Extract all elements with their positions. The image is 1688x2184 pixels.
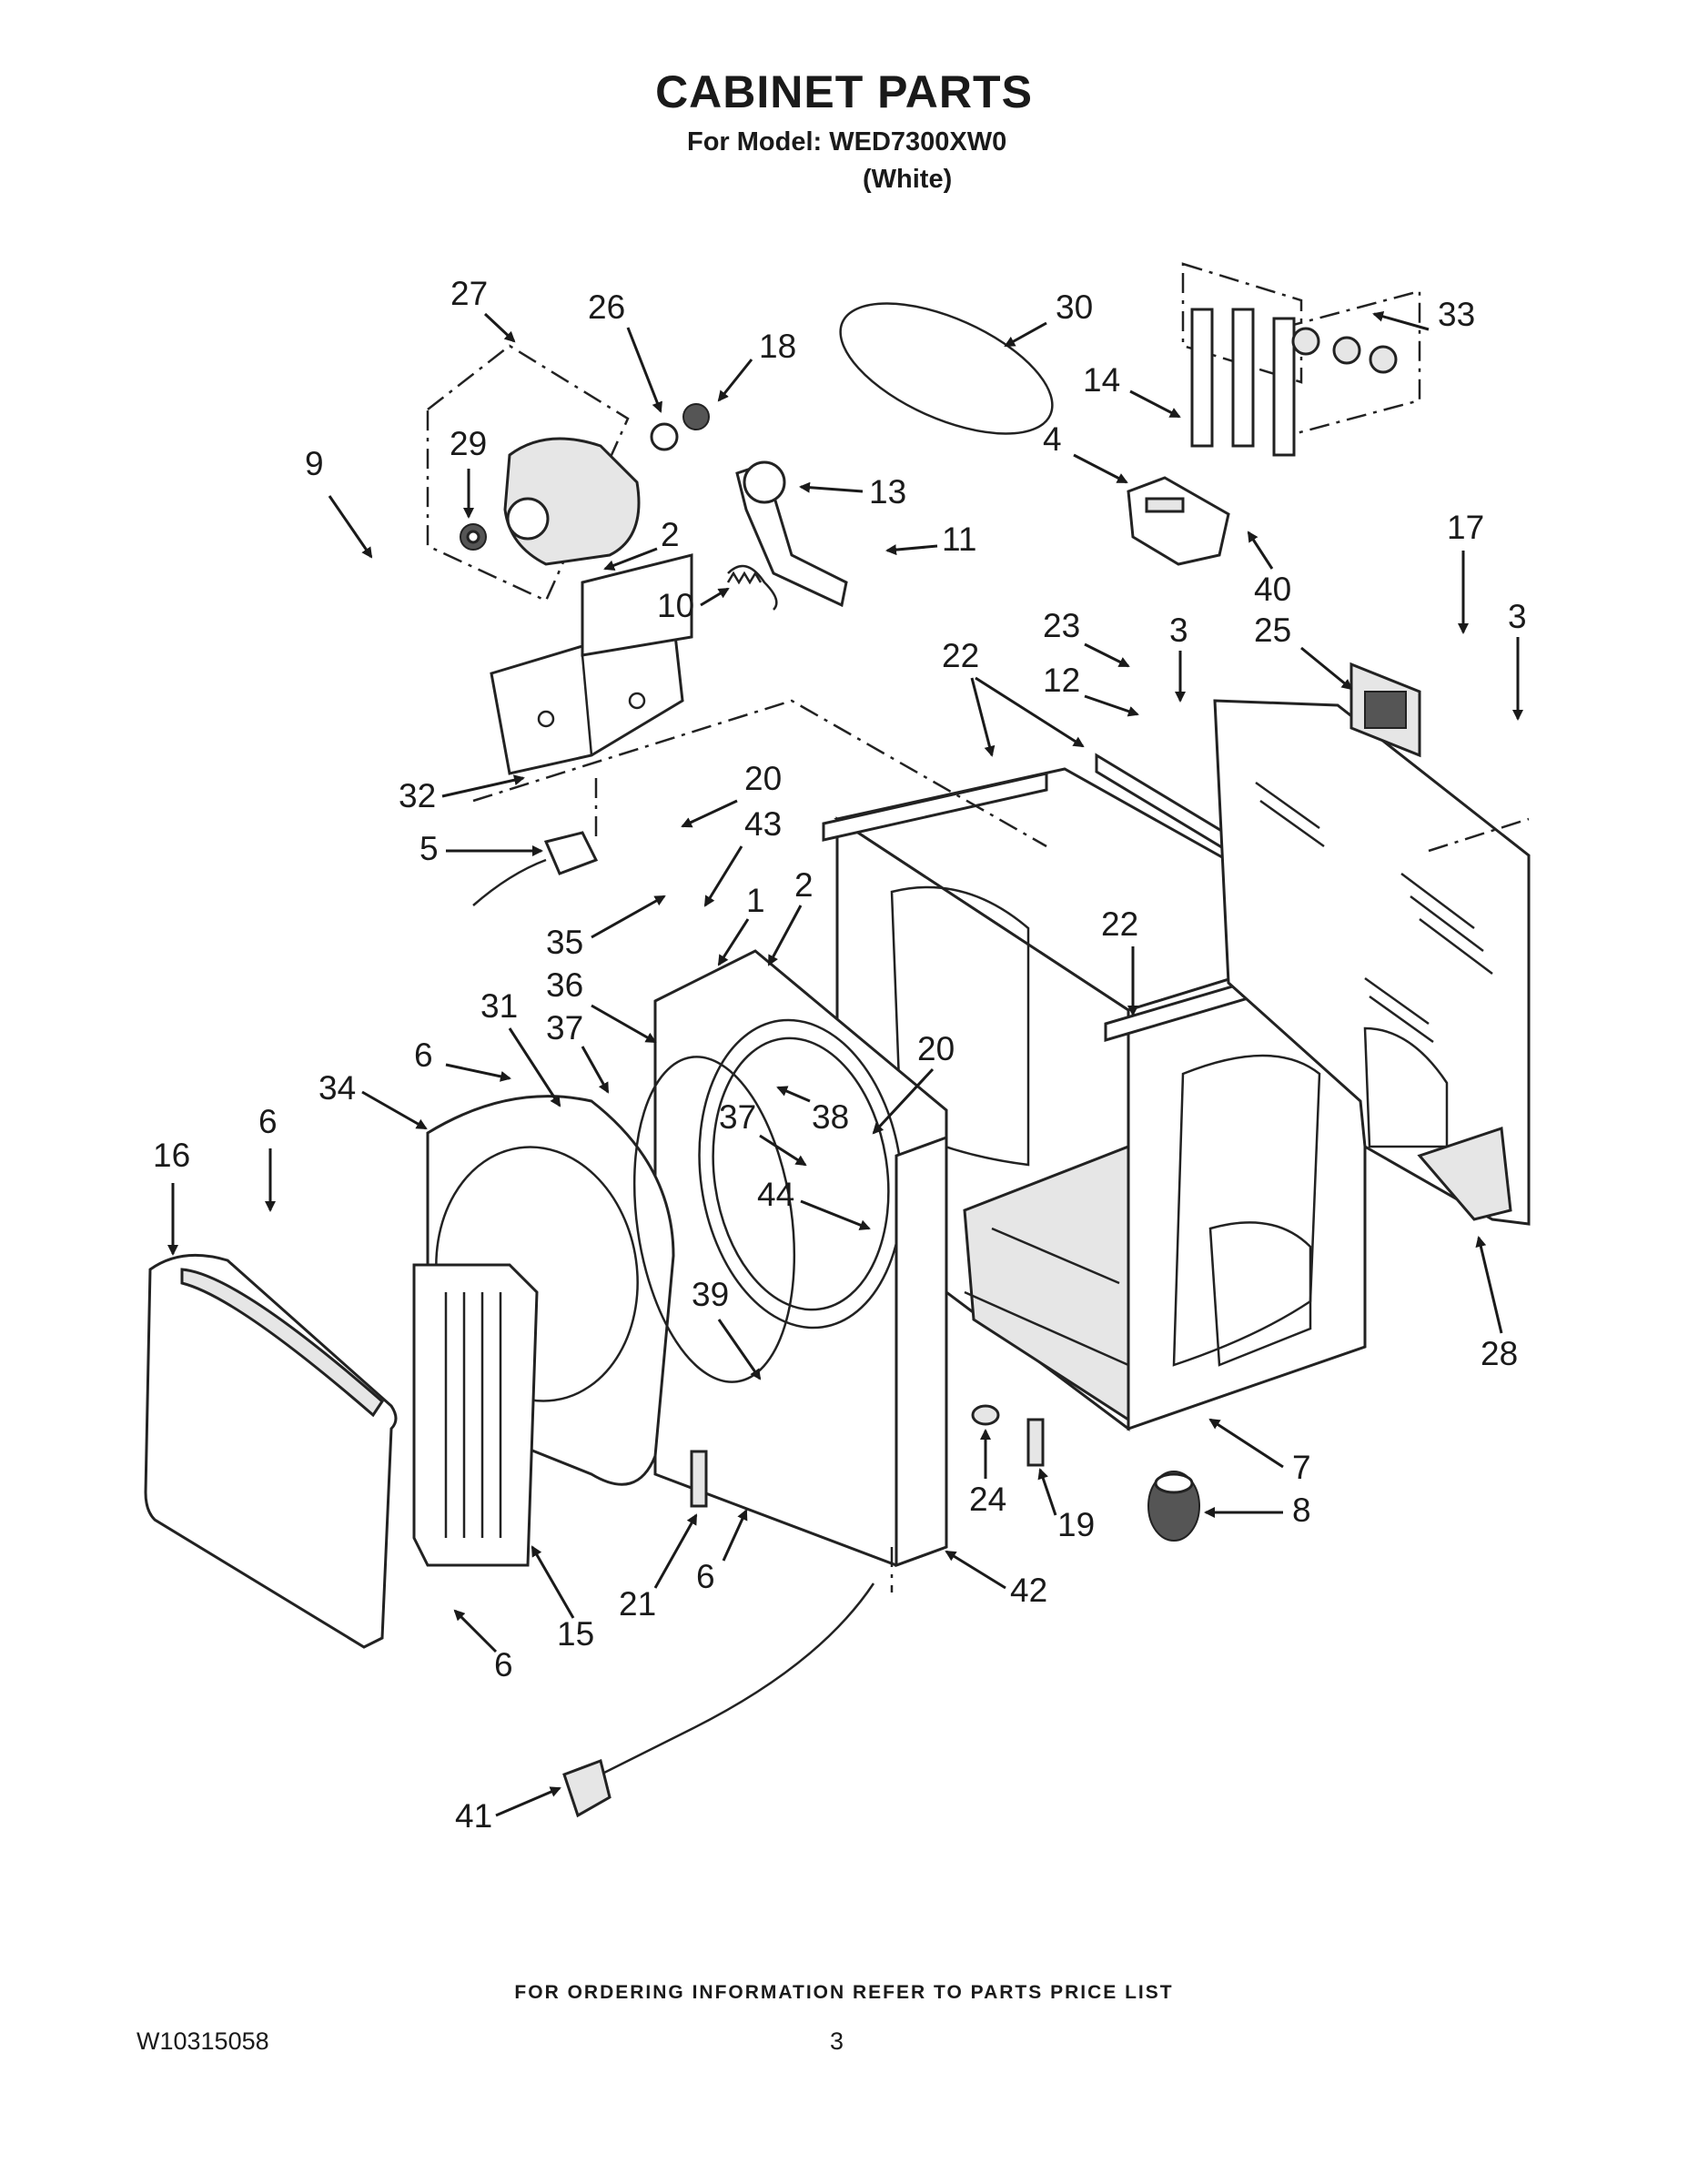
callout-32: 32 xyxy=(399,777,436,814)
spring-part-10 xyxy=(726,571,763,585)
callout-36: 36 xyxy=(546,966,583,1004)
callout-44: 44 xyxy=(757,1176,794,1213)
callout-2: 2 xyxy=(794,866,814,904)
callout-26: 26 xyxy=(588,288,625,326)
callout-3: 3 xyxy=(1169,612,1188,649)
hinge-part-19 xyxy=(1026,1418,1045,1467)
harness-group-part-33 xyxy=(1181,262,1421,457)
callout-28: 28 xyxy=(1481,1335,1518,1372)
callout-17: 17 xyxy=(1447,509,1484,546)
callout-4: 4 xyxy=(1043,420,1062,458)
callout-9: 9 xyxy=(305,445,324,482)
callout-40: 40 xyxy=(1254,571,1291,608)
callout-24: 24 xyxy=(969,1481,1006,1518)
callout-34: 34 xyxy=(318,1069,356,1107)
page-title: CABINET PARTS xyxy=(655,66,1033,117)
model-variant: (White) xyxy=(863,165,953,194)
callout-37: 37 xyxy=(719,1098,756,1136)
callout-7: 7 xyxy=(1292,1449,1311,1486)
callout-43: 43 xyxy=(744,805,782,843)
callout-35: 35 xyxy=(546,924,583,961)
hinge-part-21 xyxy=(690,1450,708,1508)
document-number: W10315058 xyxy=(136,2027,269,2055)
door-outer-part-16 xyxy=(144,1253,398,1649)
callout-6: 6 xyxy=(414,1036,433,1074)
callout-1: 1 xyxy=(746,882,765,919)
callout-5: 5 xyxy=(419,830,439,867)
callout-31: 31 xyxy=(480,987,518,1025)
callout-25: 25 xyxy=(1254,612,1291,649)
callout-19: 19 xyxy=(1057,1506,1095,1543)
idler-part-13 xyxy=(727,460,848,611)
drum-outline-part-15 xyxy=(412,1263,539,1567)
callout-20: 20 xyxy=(917,1030,955,1067)
callout-20: 20 xyxy=(744,760,782,797)
callout-12: 12 xyxy=(1043,662,1080,699)
callout-3: 3 xyxy=(1508,598,1527,635)
callout-39: 39 xyxy=(692,1276,729,1313)
callout-37: 37 xyxy=(546,1009,583,1046)
callout-22: 22 xyxy=(942,637,979,674)
callout-15: 15 xyxy=(557,1615,594,1653)
callout-16: 16 xyxy=(153,1137,190,1174)
model-line: For Model: WED7300XW0 xyxy=(687,127,1007,157)
foot-part-8 xyxy=(1147,1471,1200,1542)
power-cord-part-41 xyxy=(562,1582,875,1818)
callout-13: 13 xyxy=(869,473,906,511)
callout-22: 22 xyxy=(1101,905,1138,943)
ordering-note: FOR ORDERING INFORMATION REFER TO PARTS … xyxy=(514,1982,1174,2003)
callout-18: 18 xyxy=(759,328,796,365)
callout-14: 14 xyxy=(1083,361,1120,399)
callout-38: 38 xyxy=(812,1098,849,1136)
callout-10: 10 xyxy=(657,587,694,624)
motor-assembly-part-27 xyxy=(426,344,710,602)
switch-part-5 xyxy=(472,831,599,906)
callout-23: 23 xyxy=(1043,607,1080,644)
callout-6: 6 xyxy=(494,1646,513,1684)
housing-part-25 xyxy=(1349,662,1421,758)
callout-41: 41 xyxy=(455,1797,492,1835)
plug-part-24 xyxy=(971,1404,1000,1426)
callout-33: 33 xyxy=(1438,296,1475,333)
callout-27: 27 xyxy=(450,275,488,312)
callout-11: 11 xyxy=(942,521,976,558)
callout-2: 2 xyxy=(661,516,680,553)
callout-6: 6 xyxy=(258,1103,278,1140)
callout-6: 6 xyxy=(696,1558,715,1595)
callout-21: 21 xyxy=(619,1585,656,1623)
motor-mount-part-32 xyxy=(490,553,693,775)
belt-part-30 xyxy=(839,302,1054,435)
callout-29: 29 xyxy=(450,425,487,462)
page-number: 3 xyxy=(830,2027,844,2055)
callout-42: 42 xyxy=(1010,1572,1047,1609)
front-panel-part-42 xyxy=(653,949,948,1568)
rear-panel-part-28 xyxy=(1213,699,1531,1226)
terminal-block-part-4 xyxy=(1127,476,1230,566)
callout-8: 8 xyxy=(1292,1491,1311,1529)
callout-30: 30 xyxy=(1056,288,1093,326)
seal-part-39 xyxy=(632,1056,796,1383)
